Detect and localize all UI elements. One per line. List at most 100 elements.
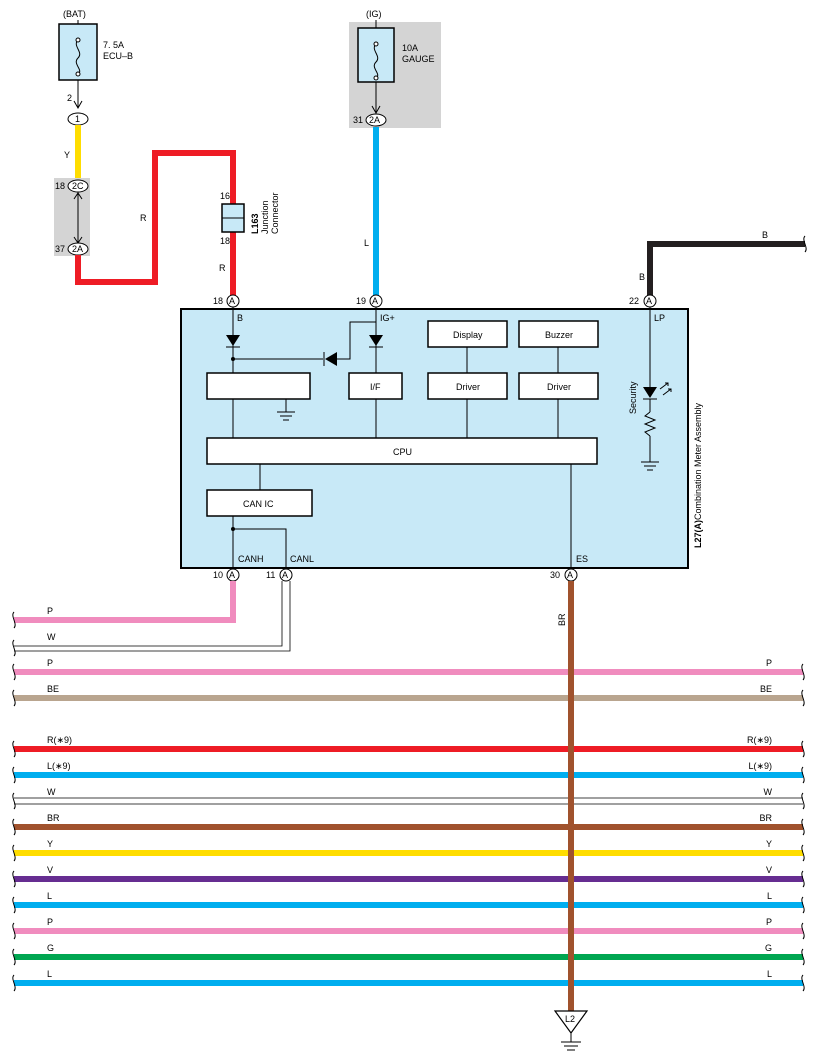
wire-break-icon xyxy=(801,792,805,810)
if-block xyxy=(348,372,403,400)
display-label: Display xyxy=(453,330,483,340)
fuse-gauge-symbol-icon xyxy=(373,43,379,79)
wire-break-icon xyxy=(801,740,805,758)
meter-pin-a-18: A xyxy=(229,296,235,306)
ig-pin-number: 31 xyxy=(353,115,363,125)
junction-pin-bottom: 18 xyxy=(220,236,230,246)
cpu-block xyxy=(206,437,598,465)
bus-label-left: W xyxy=(47,787,56,797)
driver-buzzer-label: Driver xyxy=(547,382,571,392)
fuse-gauge xyxy=(357,27,395,83)
bus-label-left: L(∗9) xyxy=(47,761,71,771)
conn-2a-id: 2A xyxy=(72,244,83,254)
junction-id: L163 xyxy=(250,213,260,234)
signal-ig: IG+ xyxy=(380,313,395,323)
bus-label-right: P xyxy=(766,917,772,927)
bus-label-right: L(∗9) xyxy=(748,761,772,771)
junction-pin-top: 16 xyxy=(220,191,230,201)
bus-label-left: P xyxy=(47,658,53,668)
wire-break-icon xyxy=(801,663,805,681)
bat-pin-number: 2 xyxy=(67,93,72,103)
junction-name-line2: Connector xyxy=(270,192,280,234)
wire-label-b-vertical: B xyxy=(639,272,645,282)
bus-label-right: L xyxy=(767,891,772,901)
wire-break-icon xyxy=(801,818,805,836)
wire-label-y: Y xyxy=(64,150,70,160)
wire-break-icon xyxy=(12,896,16,914)
fuse-ecu-b-amp: 7. 5A xyxy=(103,40,124,50)
conn-2c-pin: 18 xyxy=(55,181,65,191)
wire-break-icon xyxy=(12,870,16,888)
security-resistor-icon xyxy=(643,411,657,437)
bus-label-left: V xyxy=(47,865,53,875)
conn-2c-id: 2C xyxy=(72,181,84,191)
wire-label-r1: R xyxy=(140,213,147,223)
wire-break-icon xyxy=(801,766,805,784)
bus-label-right: V xyxy=(766,865,772,875)
ig-source-label: (IG) xyxy=(366,9,382,19)
diode-b-icon xyxy=(226,335,240,346)
meter-pin-11: 11 xyxy=(266,570,275,580)
wire-label-l: L xyxy=(364,238,369,248)
wire-break-icon xyxy=(801,689,805,707)
meter-id: L27(A) xyxy=(693,520,703,548)
bus-label-left: Y xyxy=(47,839,53,849)
wire-break-icon xyxy=(801,870,805,888)
wire-break-icon xyxy=(12,663,16,681)
wire-label-r2: R xyxy=(219,263,226,273)
driver-display-label: Driver xyxy=(456,382,480,392)
wire-break-icon xyxy=(12,818,16,836)
bus-label-right: P xyxy=(766,658,772,668)
bat-connector-id: 1 xyxy=(75,114,80,124)
meter-pin-30: 30 xyxy=(550,570,560,580)
meter-pin-19: 19 xyxy=(356,296,366,306)
ground-l2-icon xyxy=(553,1010,589,1035)
fuse-gauge-name: GAUGE xyxy=(402,54,435,64)
cpu-label: CPU xyxy=(393,447,412,457)
wire-break-icon xyxy=(801,922,805,940)
bus-label-left: L xyxy=(47,969,52,979)
meter-pin-22: 22 xyxy=(629,296,639,306)
wire-break-icon xyxy=(12,974,16,992)
wire-break-icon xyxy=(801,948,805,966)
bus-label-right: BE xyxy=(760,684,772,694)
wire-label-br: BR xyxy=(557,613,567,626)
can-wire-w-label: W xyxy=(47,632,56,642)
bus-label-right: Y xyxy=(766,839,772,849)
meter-name: Combination Meter Assembly xyxy=(693,402,703,520)
signal-es: ES xyxy=(576,554,588,564)
wire-break-icon xyxy=(801,896,805,914)
bat-source-label: (BAT) xyxy=(63,9,86,19)
signal-lp: LP xyxy=(654,313,665,323)
junction-name-line1: Junction xyxy=(260,200,270,234)
conn-2a-pin: 37 xyxy=(55,244,65,254)
security-led-icon xyxy=(643,387,657,398)
bus-label-left: BE xyxy=(47,684,59,694)
signal-canh: CANH xyxy=(238,554,264,564)
meter-pin-a-22: A xyxy=(646,296,652,306)
wire-break-icon xyxy=(12,844,16,862)
bus-label-left: BR xyxy=(47,813,60,823)
bus-label-left: R(∗9) xyxy=(47,735,72,745)
fuse-gauge-amp: 10A xyxy=(402,43,418,53)
ground-l2-label: L2 xyxy=(565,1014,575,1024)
ig-connector-id: 2A xyxy=(369,115,380,125)
bus-label-right: G xyxy=(765,943,772,953)
meter-pin-18: 18 xyxy=(213,296,223,306)
meter-pin-a-11: A xyxy=(282,570,288,580)
bus-label-left: P xyxy=(47,917,53,927)
wire-break-icon xyxy=(801,844,805,862)
can-ic-label: CAN IC xyxy=(243,499,274,509)
meter-pin-a-19: A xyxy=(372,296,378,306)
wire-break-icon xyxy=(12,689,16,707)
wire-break-icon xyxy=(12,792,16,810)
bus-label-right: R(∗9) xyxy=(747,735,772,745)
buzzer-label: Buzzer xyxy=(545,330,573,340)
wire-break-icon xyxy=(801,974,805,992)
wire-break-icon xyxy=(12,922,16,940)
power-block xyxy=(206,372,311,400)
signal-b: B xyxy=(237,313,243,323)
fuse-ecu-b-symbol-icon xyxy=(75,39,81,75)
signal-canl: CANL xyxy=(290,554,314,564)
